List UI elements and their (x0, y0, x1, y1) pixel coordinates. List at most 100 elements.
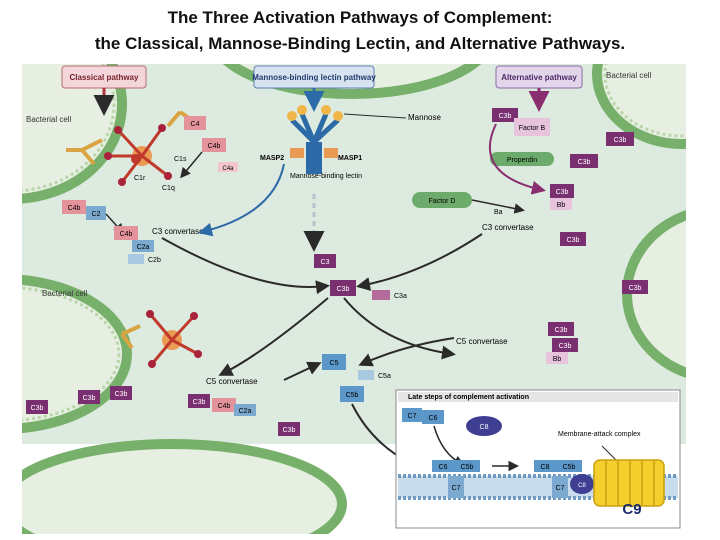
c3b-right3-label: C3b (567, 237, 580, 244)
c4b-box-2 (62, 200, 86, 214)
c5b-label: C5b (346, 392, 359, 399)
c4b-bl-label: C4b (218, 403, 231, 410)
c3b-alt-label: C3b (556, 189, 569, 196)
c3b-to-c5-convertase-arrow (343, 297, 456, 360)
c3b-bl5-label: C3b (283, 427, 296, 434)
left-convertase-to-c3b-arrow (161, 237, 330, 295)
c3b-c5a-label: C3b (555, 327, 568, 334)
factor-b-label: Factor B (519, 125, 546, 132)
mbl-icon (287, 105, 343, 174)
c1q-label: C1q (162, 185, 175, 192)
c1-complex-lower-icon (120, 310, 202, 368)
c3b-to-left-c5-arrow (218, 297, 329, 376)
late-c7-3-label: C7 (556, 485, 565, 492)
c3b-r4-label: C3b (629, 285, 642, 292)
factor-b-box (514, 118, 550, 136)
c3b-right1-label: C3b (614, 137, 627, 144)
c3b-c5b-box (552, 338, 578, 352)
alternative-pathway-label: Alternative pathway (501, 73, 577, 82)
factor-d-arrow (471, 199, 525, 214)
c2a-bl-box (234, 404, 256, 416)
c3b-bl2-box (78, 390, 100, 404)
c3b-top-label: C3b (499, 113, 512, 120)
late-c8-2-label: C8 (541, 464, 550, 471)
c3b-right3-box (560, 232, 586, 246)
late-steps-inset: Late steps of complement activation C7 C… (395, 389, 681, 529)
c3b-right2-box (570, 154, 598, 168)
c4b-box (202, 138, 226, 152)
late-c7-2-label: C7 (452, 485, 461, 492)
bacterial-cell-label-2: Bacterial cell (606, 71, 652, 80)
left-c5-convertase-arrow (283, 361, 322, 381)
bacterial-cell-top-right (592, 64, 686, 149)
c5b-box (340, 386, 364, 402)
c3-box (314, 254, 336, 268)
c5-convertase-left-label: C5 convertase (206, 377, 258, 386)
c3b-top-box (492, 108, 518, 122)
late-c8-3-label: C8 (578, 483, 586, 489)
c1s-label: C1s (174, 156, 187, 163)
title-line-2: the Classical, Mannose-Binding Lectin, a… (94, 34, 626, 53)
mannose-pointer (343, 113, 407, 119)
bb-c5-label: Bb (553, 356, 562, 363)
c3b-bl3-label: C3b (115, 391, 128, 398)
factor-d-label: Factor D (429, 198, 456, 205)
complement-diagram: Classical pathway Mannose-binding lectin… (22, 64, 686, 534)
c3b-alt-box (550, 184, 574, 198)
bacterial-cell-left-mid (22, 274, 132, 434)
late-c6-label: C6 (429, 415, 438, 422)
bb-c5-box (546, 352, 568, 364)
late-c5b-label: C5b (461, 464, 474, 471)
bacterial-cell-label-3: Bacterial cell (42, 289, 88, 298)
c2-label: C2 (92, 211, 101, 218)
bacterial-cell-label-1: Bacterial cell (26, 115, 72, 124)
c2b-box (128, 254, 144, 264)
c5-convertase-right-label: C5 convertase (456, 337, 508, 346)
c2a-label: C2a (137, 244, 150, 251)
right-c5-convertase-arrow (358, 337, 455, 367)
c4b-box-3 (114, 226, 138, 240)
c4-label: C4 (191, 121, 200, 128)
c2b-label: C2b (148, 257, 161, 264)
c3b-bl1-box (26, 400, 48, 414)
c5a-label: C5a (378, 373, 391, 380)
c3-label: C3 (321, 259, 330, 266)
alt-to-convertase-arrow (488, 123, 546, 195)
c1-complex-icon (104, 124, 172, 186)
c3b-bl4-box (188, 394, 210, 408)
c4b-label-2: C4b (68, 205, 81, 212)
c9-label: C9 (622, 501, 641, 518)
membrane-attack-complex-icon (593, 459, 665, 507)
c3b-bl4-label: C3b (193, 399, 206, 406)
c3a-label: C3a (394, 293, 407, 300)
c1r-label: C1r (134, 175, 146, 182)
late-c7-label: C7 (408, 413, 417, 420)
c3b-right2-label: C3b (578, 159, 591, 166)
c3b-r4-box (622, 280, 648, 294)
c5-label: C5 (330, 360, 339, 367)
c2-box (86, 206, 106, 220)
late-c6-2-label: C6 (439, 464, 448, 471)
c4a-label: C4a (222, 166, 234, 172)
late-c5b-2-label: C5b (563, 464, 576, 471)
mac-label: Membrane-attack complex (558, 431, 641, 438)
factor-d-pill (412, 192, 472, 208)
c2a-bl-label: C2a (239, 408, 252, 415)
c4b-label-3: C4b (120, 231, 133, 238)
ba-label: Ba (494, 209, 503, 216)
c4a-box (218, 162, 238, 172)
bacterial-cell-bottom-left (22, 439, 347, 534)
properdin-label: Properdin (507, 157, 537, 164)
c3b-center-label: C3b (337, 286, 350, 293)
c5-box (322, 354, 346, 370)
c3b-bl3-box (110, 386, 132, 400)
c4-cleave-arrow (180, 151, 203, 179)
mbl-label: Mannose-binding lectin (290, 173, 362, 180)
lectin-to-c3-convertase-arrow (198, 163, 285, 237)
c3b-c5a-box (548, 322, 574, 336)
masp2-label: MASP2 (260, 155, 284, 162)
c4b-bl-box (212, 398, 236, 412)
c3b-center-box (330, 280, 356, 296)
c2a-box (132, 240, 154, 252)
late-c8-label: C8 (480, 424, 489, 431)
